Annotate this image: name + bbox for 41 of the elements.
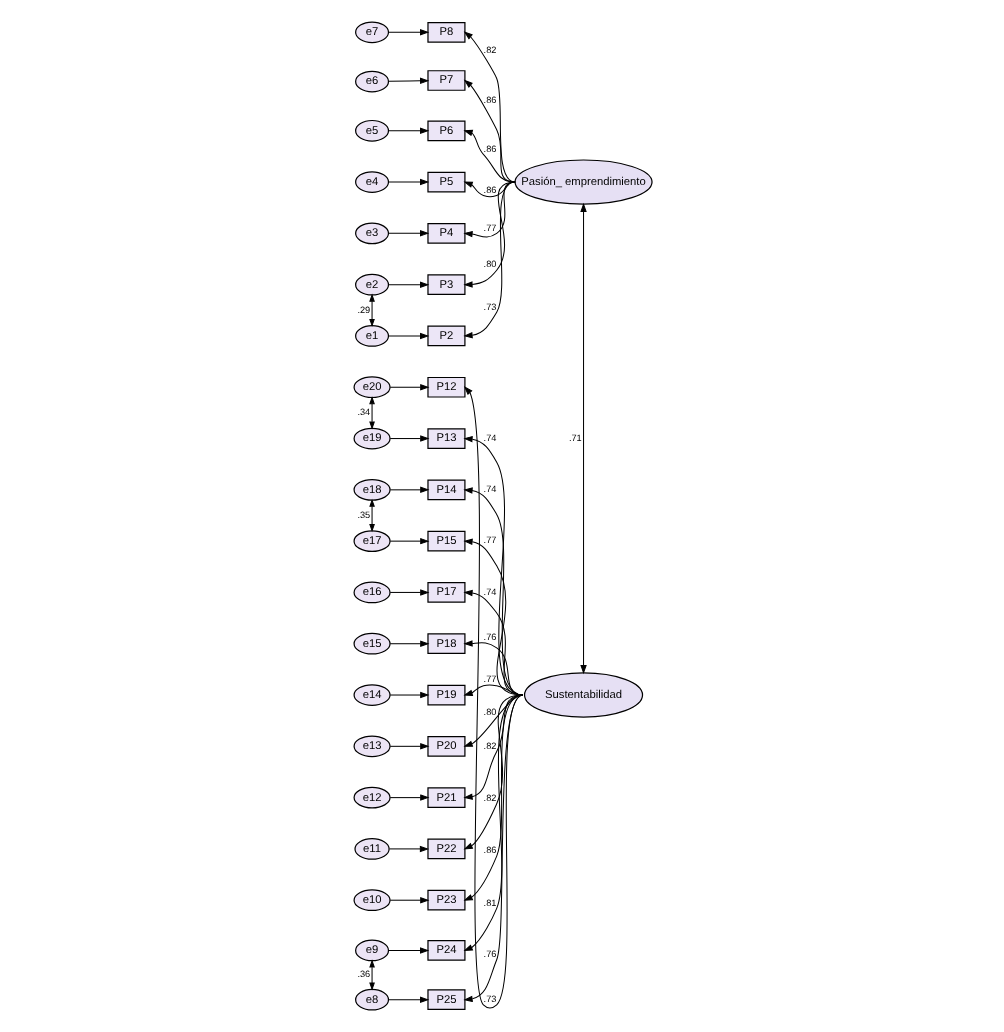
arrow [387, 332, 429, 340]
arrow [462, 684, 523, 696]
arrow [462, 386, 523, 1009]
arrow [387, 281, 429, 288]
arrow [368, 959, 374, 991]
arrow [462, 129, 515, 183]
arrow [579, 202, 586, 675]
arrow [388, 486, 429, 494]
arrow [388, 640, 429, 647]
arrow [388, 845, 429, 853]
arrow [462, 694, 523, 1003]
arrow [388, 691, 429, 699]
arrow [388, 589, 429, 596]
arrow [462, 181, 515, 339]
arrow [462, 694, 523, 850]
arrow [388, 384, 429, 391]
arrow [462, 435, 523, 696]
arrow [387, 127, 429, 134]
arrow [387, 230, 429, 237]
arrow [462, 487, 523, 696]
arrow [388, 794, 429, 801]
arrow [462, 79, 515, 183]
arrow [388, 537, 429, 545]
arrow [387, 947, 429, 954]
arrow [388, 896, 429, 904]
arrow [462, 538, 523, 696]
arrow [462, 694, 523, 952]
arrow [368, 498, 374, 533]
arrow [462, 181, 515, 288]
arrow [388, 743, 429, 750]
arrow [462, 589, 523, 696]
arrow [387, 996, 429, 1003]
arrow [387, 77, 429, 85]
arrow [462, 31, 515, 183]
arrow [388, 435, 429, 442]
arrow [462, 640, 523, 696]
arrow [368, 293, 374, 328]
arrow [387, 178, 429, 186]
arrow [462, 694, 523, 901]
arrow [387, 29, 429, 36]
arrow [368, 396, 374, 430]
